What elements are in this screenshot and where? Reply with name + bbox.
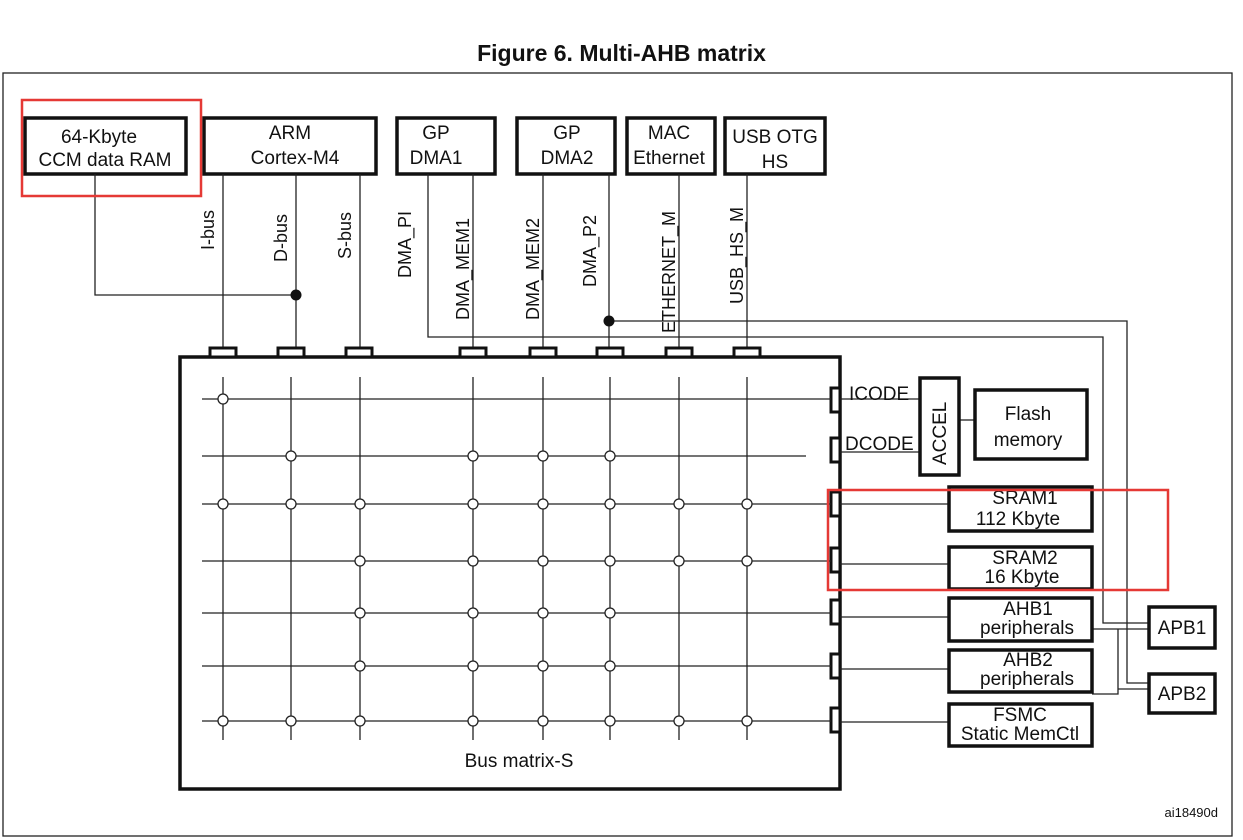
bus-label-ibus: I-bus [198,210,218,250]
cortex-m4-label-1: ARM [269,123,311,144]
master-buses [94,174,1149,684]
mac-ethernet-label-2: Ethernet [633,148,706,169]
gp-dma2-label-1: GP [553,123,580,144]
bus-label-ethernet-m: ETHERNET_M [659,211,680,333]
matrix-nodes [217,393,753,727]
sram2-label-2: 16 Kbyte [985,567,1060,588]
mac-ethernet-box: MAC Ethernet [625,116,717,176]
apb2-label: APB2 [1158,684,1207,705]
ahb1-label-2: peripherals [980,618,1074,639]
dcode-label: DCODE [845,434,914,455]
gp-dma1-label-2: DMA1 [410,148,463,169]
sram1-label-2: 112 Kbyte [976,509,1060,530]
flash-memory-box: Flash memory [973,388,1089,461]
ahb1-box: AHB1 peripherals [947,596,1094,643]
matrix-top-ports [208,346,762,359]
bus-matrix-label: Bus matrix-S [465,751,574,772]
ccm-ram-box: 64-Kbyte CCM data RAM [23,116,188,176]
usb-otg-label-2: HS [762,152,788,173]
gp-dma2-box: GP DMA2 [515,116,617,176]
figure-frame [2,72,1233,837]
bus-label-usb-hs-m: USB_HS_M [727,207,748,304]
bus-label-dma-pi: DMA_PI [395,211,416,278]
accel-label: ACCEL [930,402,951,465]
ccm-dbus-junction [290,289,302,301]
gp-dma1-box: GP DMA1 [395,116,497,176]
gp-dma2-label-2: DMA2 [541,148,594,169]
figure-id: ai18490d [1165,805,1219,820]
figure-title: Figure 6. Multi-AHB matrix [477,40,766,66]
sram2-label-1: SRAM2 [992,548,1057,569]
ahb2-label-1: AHB2 [1003,650,1053,671]
matrix-right-ports [829,386,842,734]
sram2-box: SRAM2 16 Kbyte [947,545,1094,591]
bus-label-dma-p2: DMA_P2 [580,215,601,287]
bus-labels: I-bus D-bus S-bus DMA_PI DMA_MEM1 DMA_ME… [198,207,748,333]
ahb2-box: AHB2 peripherals [947,648,1094,694]
sram1-box: SRAM1 112 Kbyte [947,485,1094,533]
fsmc-box: FSMC Static MemCtl [947,702,1094,748]
dma-p2-junction [603,315,615,327]
ccm-highlight [20,98,203,198]
usb-otg-hs-box: USB OTG HS [723,116,827,176]
bus-label-sbus: S-bus [335,212,355,259]
apb1-label: APB1 [1158,618,1207,639]
slave-connections [840,398,1149,723]
ccm-ram-label-1: 64-Kbyte [61,127,137,148]
cortex-m4-label-2: Cortex-M4 [251,148,340,169]
bus-label-dma-mem1: DMA_MEM1 [453,218,474,320]
ccm-ram-label-2: CCM data RAM [38,150,171,171]
accel-box: ACCEL [918,376,961,477]
flash-label-2: memory [994,430,1063,451]
flash-label-1: Flash [1005,404,1051,425]
gp-dma1-label-1: GP [422,123,449,144]
apb1-box: APB1 [1147,605,1217,650]
bus-label-dbus: D-bus [271,214,291,262]
fsmc-label-1: FSMC [993,705,1047,726]
sram-highlight [826,488,1170,592]
mac-ethernet-label-1: MAC [648,123,690,144]
sram1-label-1: SRAM1 [992,488,1057,509]
bus-label-dma-mem2: DMA_MEM2 [523,218,544,320]
bus-matrix: Bus matrix-S [178,346,842,791]
cortex-m4-box: ARM Cortex-M4 [202,116,378,176]
fsmc-label-2: Static MemCtl [961,724,1079,745]
apb2-box: APB2 [1147,672,1217,715]
ahb1-label-1: AHB1 [1003,599,1053,620]
usb-otg-label-1: USB OTG [732,127,818,148]
ahb2-label-2: peripherals [980,669,1074,690]
icode-label: ICODE [849,384,909,405]
